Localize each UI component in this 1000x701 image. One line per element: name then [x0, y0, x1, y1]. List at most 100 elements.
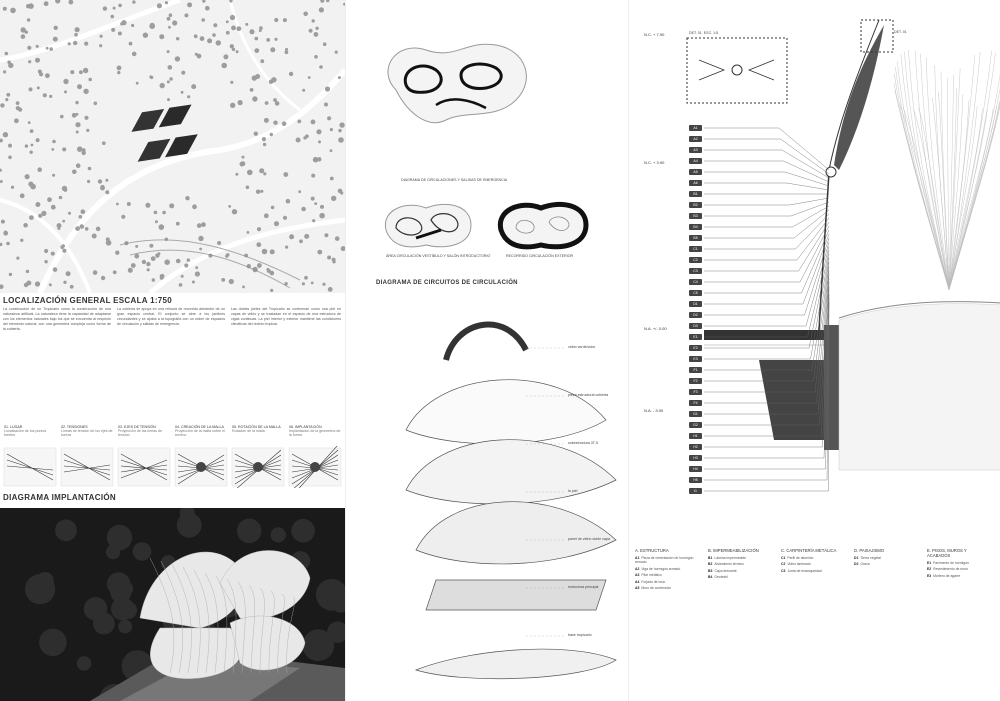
tree-dot: [151, 278, 155, 282]
tree-dot: [110, 14, 115, 19]
tree-dot: [270, 47, 276, 53]
tree-branch: [948, 74, 1000, 291]
tree-dot: [195, 266, 199, 270]
tree-dot: [319, 65, 323, 69]
material-code: E1: [689, 334, 702, 340]
tree-dot: [60, 245, 64, 250]
tree-dot: [74, 32, 78, 37]
tree-dot: [180, 90, 184, 94]
tree-dot: [87, 179, 91, 184]
tree-branch: [948, 108, 983, 291]
tree-dot: [4, 51, 9, 56]
leader-line: [704, 265, 830, 393]
level-label: N.A. +/- 0.00: [644, 326, 667, 331]
tree-dot: [249, 88, 254, 92]
tree-dot: [166, 16, 171, 21]
tree-dot: [39, 72, 44, 77]
tree-dot: [184, 263, 189, 268]
roof-rib: [160, 560, 183, 674]
leader-line: [704, 245, 830, 338]
tree-dot: [338, 128, 342, 133]
step-description: Líneas de tensión de los ejes de fuerza: [61, 429, 113, 437]
tree-dot: [35, 202, 41, 207]
material-code: B4: [689, 224, 702, 230]
tree-dot: [270, 205, 275, 210]
tree-dot: [194, 52, 198, 56]
exploded-layer-label: vidrio verde/color: [568, 345, 596, 349]
legend-code: E1: [927, 561, 932, 565]
tree-dot: [327, 116, 332, 121]
tree-dot: [117, 31, 122, 36]
leader-line: [704, 281, 830, 437]
roof-member: [834, 25, 884, 170]
tree-dot: [228, 278, 234, 285]
tree-branch: [948, 94, 964, 291]
tree-dot: [83, 88, 89, 95]
tree-dot: [81, 150, 86, 156]
step-line: [120, 465, 168, 471]
tree-dot: [228, 205, 232, 208]
legend-heading: C. CARPINTERÍA METÁLICA: [781, 548, 837, 553]
building-footprint: [131, 104, 198, 162]
material-code: I1: [689, 488, 702, 494]
legend-heading: E. PISOS, MUROS Y ACABADOS: [927, 548, 967, 558]
tree-dot: [343, 2, 345, 6]
tree-dot: [15, 101, 20, 105]
tree-dot: [255, 74, 261, 79]
tree-dot: [36, 86, 40, 90]
palm-canopy: [291, 518, 315, 543]
roof-rib: [277, 593, 285, 674]
tree-dot: [325, 0, 330, 3]
leader-line: [704, 289, 830, 459]
tree-dot: [199, 36, 205, 41]
tree-dot: [29, 129, 34, 134]
tree-dot: [301, 206, 306, 212]
tree-dot: [198, 235, 204, 242]
step-line: [6, 465, 54, 471]
tree-dot: [339, 122, 345, 128]
tree-dot: [6, 92, 11, 97]
tree-dot: [258, 29, 262, 32]
tree-dot: [310, 196, 315, 201]
tree-dot: [112, 270, 117, 275]
tree-dot: [8, 62, 14, 69]
material-code: C3: [689, 268, 702, 274]
tree-dot: [62, 248, 67, 253]
exploded-layer-label: panel de vidrio doble capa: [568, 537, 610, 541]
tree-dot: [84, 227, 89, 231]
leader-line: [704, 233, 830, 305]
tree-dot: [205, 5, 210, 11]
tree-dot: [35, 138, 40, 143]
tree-dot: [62, 219, 66, 223]
tree-dot: [3, 230, 9, 236]
leader-line: [704, 221, 830, 272]
leader-line: [704, 182, 830, 191]
tree-dot: [186, 258, 190, 262]
panel-circulation: DIAGRAMA DE CIRCULACIONES Y SALIDAS DE E…: [345, 0, 629, 701]
tree-dot: [97, 179, 103, 184]
legend-code: A4: [635, 579, 640, 584]
material-code: A1: [689, 125, 702, 131]
step-description: Proyección de la malla sobre el terreno: [175, 429, 225, 437]
tree-dot: [92, 270, 98, 275]
tree-dot: [44, 248, 49, 254]
tree-dot: [153, 210, 158, 215]
tree-branch: [947, 78, 950, 291]
tree-dot: [156, 3, 162, 9]
tree-dot: [303, 11, 309, 17]
tree-dot: [28, 181, 34, 187]
tree-dot: [118, 3, 122, 8]
tree-dot: [48, 283, 52, 287]
roof-rib: [182, 566, 201, 674]
tree-dot: [69, 284, 74, 289]
tree-dot: [45, 46, 49, 50]
material-code: C1: [689, 246, 702, 252]
tree-dot: [310, 281, 314, 285]
tree-dot: [14, 118, 19, 124]
tree-dot: [312, 156, 319, 163]
tree-dot: [146, 268, 150, 272]
tree-dot: [256, 227, 262, 232]
palm-canopy: [315, 578, 345, 611]
